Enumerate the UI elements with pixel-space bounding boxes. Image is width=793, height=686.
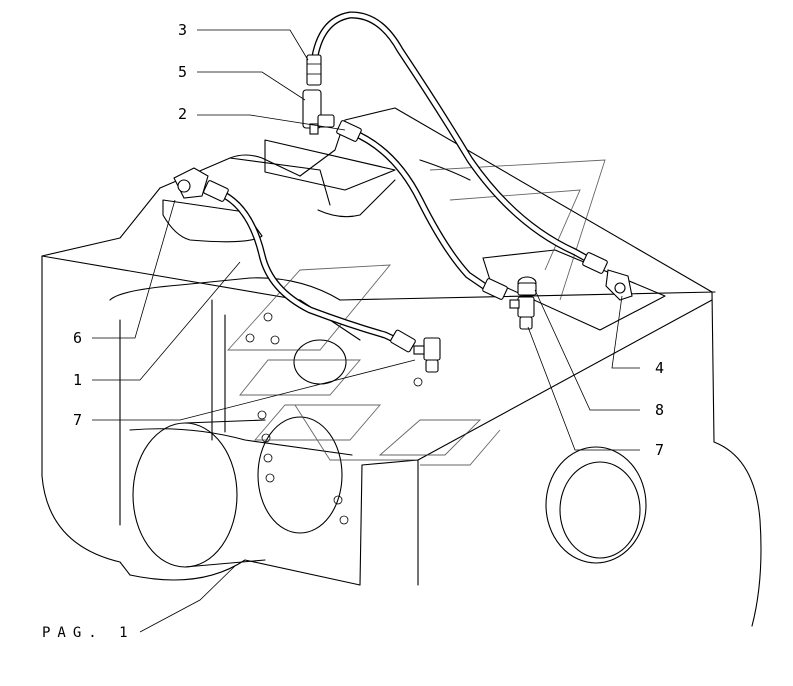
page-reference-label: PAG. 1: [42, 625, 135, 641]
fitting-5-tee: [302, 89, 335, 135]
callout-7-left: 7: [73, 411, 82, 429]
gearbox-housing: [41, 107, 762, 627]
fitting-left-nut: [203, 180, 229, 202]
callout-7-right: 7: [655, 441, 664, 459]
callout-4: 4: [655, 359, 664, 377]
fitting-2-nut: [336, 120, 362, 142]
hose-middle: [348, 128, 494, 294]
bolt-holes: [245, 312, 423, 525]
hose-long: [310, 11, 604, 270]
callout-1: 1: [73, 371, 82, 389]
fitting-7-valve-right: [509, 296, 535, 330]
callout-6: 6: [73, 329, 82, 347]
side-bore: [545, 446, 647, 564]
callout-2: 2: [178, 105, 187, 123]
fitting-3-union: [306, 54, 322, 86]
callout-3: 3: [178, 21, 187, 39]
fitting-8-cap: [517, 276, 537, 296]
fitting-left-end: [390, 329, 416, 353]
fitting-6-elbow: [173, 167, 209, 199]
callout-8: 8: [655, 401, 664, 419]
fitting-4-elbow: [605, 269, 633, 301]
callout-5: 5: [178, 63, 187, 81]
callout-labels: 3 5 2 6 1 7 4 8 7: [73, 21, 664, 459]
hose-left: [214, 188, 404, 346]
fitting-middle-end: [482, 278, 508, 300]
upper-bore: [293, 339, 347, 385]
fitting-7-valve-left: [413, 337, 441, 373]
fitting-long-end: [582, 252, 608, 274]
leader-lines: [92, 29, 640, 633]
output-shaft: [132, 416, 343, 568]
watermark-logo: [226, 159, 606, 466]
